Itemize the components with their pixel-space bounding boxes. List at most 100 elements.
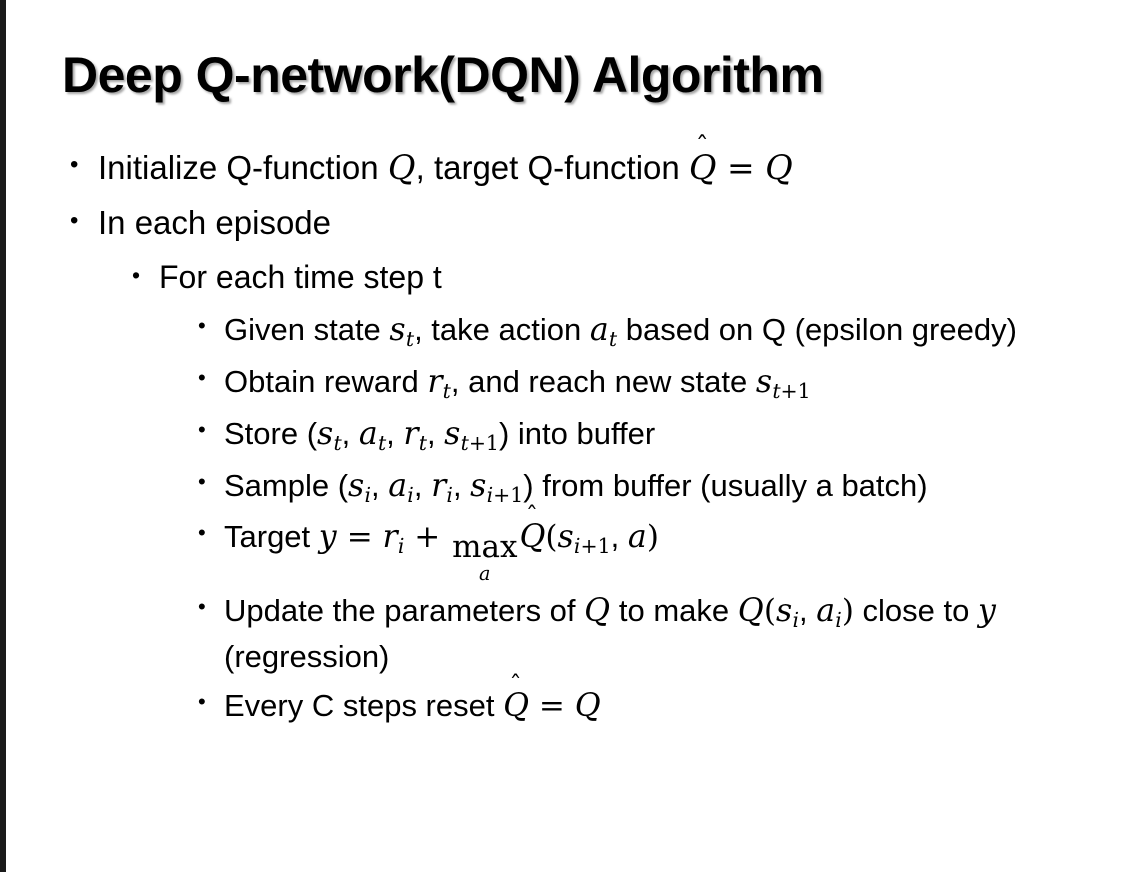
text-segment: , take action xyxy=(414,312,590,348)
text-comma: , xyxy=(426,415,445,451)
text-segment: close to xyxy=(853,592,978,628)
bullet-marker: • xyxy=(132,261,141,288)
math-subscript: i xyxy=(397,534,405,559)
text-comma: , xyxy=(413,467,432,503)
list-item: • For each time step t xyxy=(62,257,1102,299)
text-segment: Store ( xyxy=(224,415,318,451)
page-title: Deep Q-network(DQN) Algorithm xyxy=(62,47,824,103)
math-subscript: t xyxy=(377,431,387,455)
math-subscript: i+1 xyxy=(574,535,611,559)
math-subscript: t+1 xyxy=(772,379,810,403)
math-symbol-s: s xyxy=(348,467,365,504)
math-subscript: t xyxy=(405,327,415,352)
circumflex-icon: ˆ xyxy=(525,501,539,531)
math-plus: + xyxy=(404,519,451,556)
text-segment: Update the parameters of xyxy=(224,592,585,628)
math-symbol-s: s xyxy=(470,467,487,504)
math-symbol-r: r xyxy=(427,364,443,401)
text-segment: Obtain reward xyxy=(224,364,428,400)
list-item: • Given state st, take action at based o… xyxy=(62,308,1102,354)
math-subscript: t xyxy=(333,431,342,455)
list-item: • Store (st, at, rt, st+1) into buffer xyxy=(62,412,1102,458)
text-segment: ) into buffer xyxy=(498,415,656,451)
math-symbol-q: Q xyxy=(574,688,601,725)
list-item: • Sample (si, ai, ri, si+1) from buffer … xyxy=(62,464,1102,510)
math-symbol-base: Q xyxy=(688,148,717,187)
bullet-list: • Initialize Q-function Q, target Q-func… xyxy=(62,134,1102,734)
subscript-offset: +1 xyxy=(493,482,524,507)
math-symbol-q: Q xyxy=(387,148,416,187)
math-subscript: i xyxy=(792,608,799,633)
list-item-text: In each episode xyxy=(98,203,332,241)
text-segment: based on Q (epsilon greedy) xyxy=(617,312,1017,348)
math-symbol-a: a xyxy=(388,467,408,504)
subscript-var: t xyxy=(460,431,469,455)
text-comma: , xyxy=(341,415,359,451)
bullet-marker: • xyxy=(198,520,206,546)
paren-close: ) xyxy=(841,592,854,629)
math-subscript: t xyxy=(608,327,618,352)
list-item-text: Given state st, take action at based on … xyxy=(224,308,1102,354)
list-item-text: Store (st, at, rt, st+1) into buffer xyxy=(224,412,1102,458)
text-segment: to make xyxy=(610,592,738,628)
math-equals: = xyxy=(336,519,383,556)
subscript-var: t xyxy=(772,379,781,404)
text-segment: Given state xyxy=(224,312,390,348)
math-symbol-a: a xyxy=(358,415,378,452)
bullet-marker: • xyxy=(198,416,206,442)
circumflex-icon: ˆ xyxy=(509,669,522,699)
math-symbol-r: r xyxy=(382,519,398,556)
text-comma: , xyxy=(610,519,628,555)
paren-open: ( xyxy=(763,592,777,629)
list-item-text: Sample (si, ai, ri, si+1) from buffer (u… xyxy=(224,464,1102,510)
bullet-marker: • xyxy=(198,365,206,391)
text-segment: Every C steps reset xyxy=(224,688,504,724)
math-symbol-y: y xyxy=(977,592,997,629)
subscript-var: i xyxy=(486,482,494,507)
list-item: • Obtain reward rt, and reach new state … xyxy=(62,360,1102,406)
subscript-var: i xyxy=(573,534,581,559)
math-subscript: t xyxy=(442,379,451,404)
math-symbol-q: Q xyxy=(765,148,793,187)
max-underset-variable: a xyxy=(479,561,491,585)
math-symbol-s: s xyxy=(557,519,574,556)
text-segment: Sample ( xyxy=(224,467,349,503)
math-symbol-r: r xyxy=(431,467,447,504)
text-comma: , xyxy=(386,415,404,451)
math-subscript: i xyxy=(407,482,414,507)
list-item-text: Update the parameters of Q to make Q(si,… xyxy=(224,589,1102,678)
math-symbol-r: r xyxy=(403,415,419,452)
paren-open: ( xyxy=(545,519,558,556)
math-symbol-base: Q xyxy=(503,688,530,725)
math-symbol-q: Q xyxy=(737,592,764,629)
subscript-offset: +1 xyxy=(468,431,499,455)
math-subscript: t xyxy=(418,431,427,455)
math-symbol-s: s xyxy=(776,592,793,629)
list-item-text: For each time step t xyxy=(159,258,442,295)
text-comma: , xyxy=(452,467,471,503)
math-symbol-s: s xyxy=(755,364,773,401)
list-item-text: Initialize Q-function Q, target Q-functi… xyxy=(98,134,1102,190)
text-comma: , xyxy=(371,467,389,503)
math-symbol-a: a xyxy=(627,519,647,556)
list-item: • In each episode xyxy=(62,202,1102,245)
list-item: • Initialize Q-function Q, target Q-func… xyxy=(62,134,1102,190)
list-item-text: Obtain reward rt, and reach new state st… xyxy=(224,360,1102,406)
text-comma: , xyxy=(798,592,817,628)
math-symbol-y: y xyxy=(318,519,337,556)
math-subscript: i xyxy=(446,482,453,507)
bullet-marker: • xyxy=(198,593,206,619)
math-symbol-a: a xyxy=(589,312,609,349)
math-equals: = xyxy=(529,688,575,725)
math-symbol-s: s xyxy=(389,312,406,349)
list-item: • Update the parameters of Q to make Q(s… xyxy=(62,589,1102,678)
math-subscript: t+1 xyxy=(461,431,499,455)
math-symbol-q: Q xyxy=(584,592,611,629)
